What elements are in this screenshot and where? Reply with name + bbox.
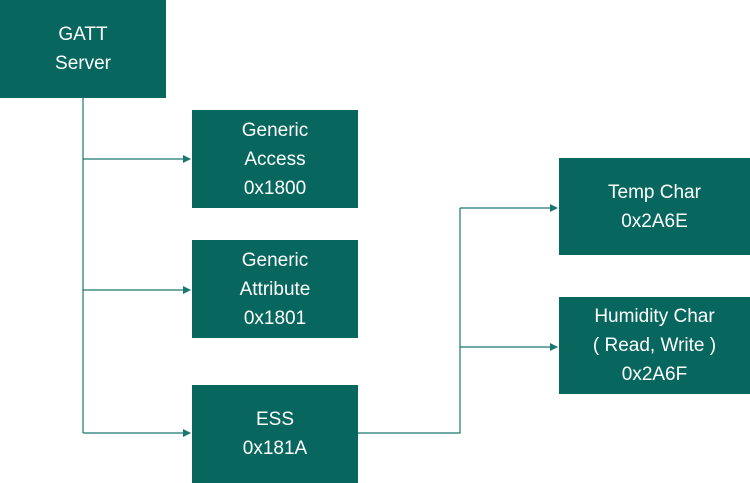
node-uuid: 0x1801 (243, 307, 307, 329)
node-label: Access (244, 148, 306, 170)
node-label: Humidity Char (594, 306, 715, 327)
edge-ess-trunk (358, 208, 461, 434)
node-uuid: 0x1800 (243, 177, 307, 199)
node-generic-attribute: Generic Attribute 0x1801 (192, 240, 358, 338)
node-ess: ESS 0x181A (192, 385, 358, 483)
node-label: GATT (58, 24, 108, 45)
node-label: Attribute (239, 278, 311, 300)
node-uuid: 0x2A6E (621, 210, 688, 232)
node-label: Generic (241, 249, 309, 271)
node-humidity-char: Humidity Char ( Read, Write ) 0x2A6F (559, 297, 750, 394)
node-uuid: 0x2A6F (621, 364, 688, 385)
node-gatt-server: GATT Server (0, 0, 166, 98)
node-label: Generic (241, 119, 309, 141)
node-label: Temp Char (608, 181, 701, 203)
node-uuid: 0x181A (242, 438, 308, 459)
node-label: Server (55, 53, 111, 74)
node-generic-access: Generic Access 0x1800 (192, 110, 358, 208)
node-temp-char: Temp Char 0x2A6E (559, 158, 750, 255)
node-label: ESS (255, 409, 295, 430)
node-permissions: ( Read, Write ) (592, 335, 717, 356)
